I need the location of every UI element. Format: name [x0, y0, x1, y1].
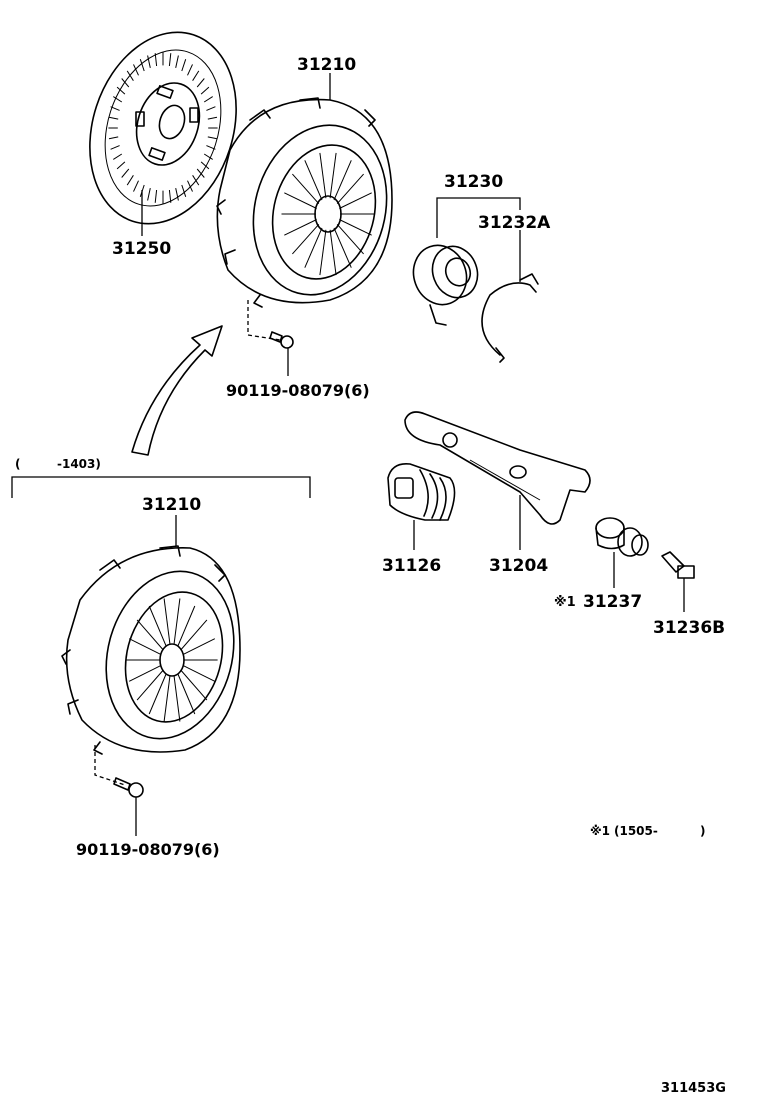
bolt-top-drawing	[247, 300, 294, 349]
pivot-drawing	[595, 517, 649, 557]
label-clutch-cover-bottom: 31210	[142, 495, 201, 515]
label-release-bearing: 31230	[444, 172, 503, 192]
diagram-id: 311453G	[661, 1081, 726, 1096]
label-release-fork: 31204	[489, 556, 548, 576]
label-bolt-top: 90119-08079(6)	[226, 381, 370, 400]
release-fork-drawing	[404, 411, 591, 525]
label-bolt-bottom: 90119-08079(6)	[76, 840, 220, 859]
label-pivot: 31237	[583, 592, 642, 612]
release-bearing-drawing	[412, 244, 479, 326]
footnote-mark: ※1	[590, 824, 610, 838]
clutch-cover-top-drawing	[216, 97, 393, 308]
footnote-close: )	[700, 824, 705, 838]
clutch-disc-drawing	[89, 31, 237, 225]
range-note-open: (	[15, 457, 20, 471]
range-bracket	[11, 476, 311, 498]
bolt-bottom-drawing	[94, 745, 144, 798]
label-clutch-disc: 31250	[112, 239, 171, 259]
label-bleeder: 31236B	[653, 618, 725, 638]
boot-drawing	[387, 462, 456, 521]
footnote-open: (1505-	[614, 824, 658, 838]
label-pivot-mark: ※1	[554, 595, 576, 610]
leader-lines	[135, 73, 685, 836]
label-clutch-cover-top: 31210	[297, 55, 356, 75]
label-bearing-clip: 31232A	[478, 213, 551, 233]
label-boot: 31126	[382, 556, 441, 576]
bearing-clip-drawing	[481, 273, 539, 363]
assembly-arrow	[131, 325, 223, 456]
range-note-close: -1403)	[57, 457, 101, 471]
clutch-cover-bottom-drawing	[61, 545, 241, 755]
bleeder-drawing	[661, 551, 695, 579]
